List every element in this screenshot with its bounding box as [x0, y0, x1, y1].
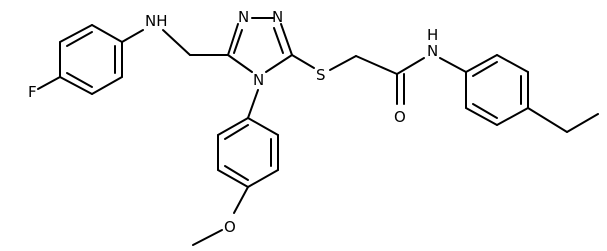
amine-nh-atom: NH	[145, 12, 168, 30]
triazole-n4-atom: N	[253, 71, 264, 89]
n4-aryl-bond	[247, 89, 259, 119]
ether-oxygen-atom: O	[224, 218, 236, 236]
ch2-carbonyl-bond	[355, 55, 398, 75]
aryl-n-bond	[121, 29, 144, 43]
ethyl-ch3-bond	[566, 113, 599, 133]
sulfur-atom: S	[316, 66, 326, 84]
s-ch2-bond	[329, 55, 357, 71]
ethylphenyl-ring	[465, 54, 529, 126]
n-aryl-bond	[439, 57, 467, 73]
o-methyl-bond	[192, 229, 223, 246]
amide-n-atom: N	[427, 42, 438, 60]
triazole-n2-atom: N	[272, 8, 283, 26]
carbonyl-n-bond	[396, 57, 425, 75]
carbonyl-oxygen-atom: O	[394, 108, 406, 126]
fluorophenyl-ring	[59, 24, 123, 95]
c-s-bond	[291, 54, 315, 69]
triazole-ring	[227, 17, 293, 73]
triazole-n1-atom: N	[238, 8, 249, 26]
ethyl-ch2-bond	[527, 107, 568, 133]
amide-h-atom: H	[427, 26, 438, 44]
fluorine-atom: F	[28, 83, 37, 101]
c-f-bond	[37, 76, 61, 90]
methoxyphenyl-ring	[217, 117, 279, 188]
aryl-o-bond	[233, 186, 249, 214]
n-ch2-bond	[162, 29, 191, 56]
